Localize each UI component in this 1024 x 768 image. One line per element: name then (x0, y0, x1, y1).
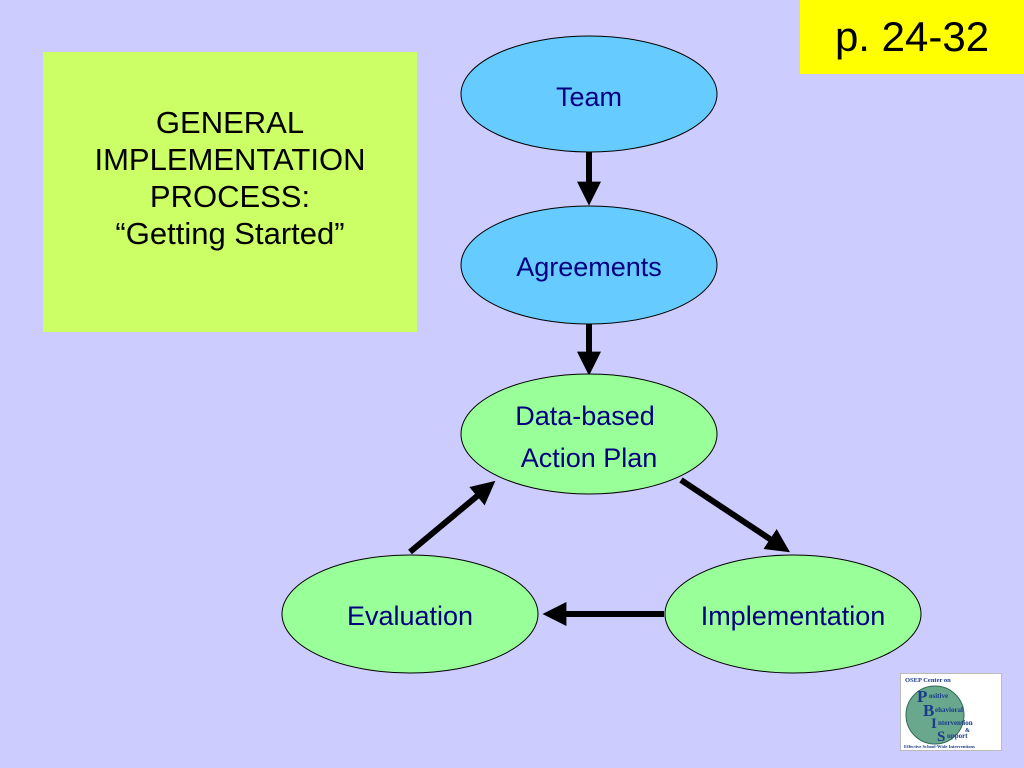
logo-footer: Effective School-Wide Interventions (904, 744, 975, 749)
node-evaluation-shape (281, 554, 539, 674)
node-team: Team (460, 35, 718, 153)
slide-title: GENERAL IMPLEMENTATION PROCESS: “Getting… (43, 52, 417, 332)
node-agreements-shape (460, 205, 718, 325)
logo-letter-s: S (937, 729, 945, 745)
logo-letter-b: B (923, 701, 934, 720)
logo-word-support: upport (947, 732, 968, 740)
logo-word-intervention: ntervention (938, 719, 973, 727)
pbis-logo: OSEP Center on P ositive B ehavioral I n… (900, 673, 1002, 751)
title-line-4: “Getting Started” (115, 216, 345, 251)
node-action-plan: Data-based Action Plan (460, 373, 718, 495)
node-implementation: Implementation (664, 554, 922, 674)
node-team-shape (460, 35, 718, 153)
logo-word-positive: ositive (929, 692, 948, 700)
node-evaluation-label: Evaluation (347, 601, 473, 631)
page-reference: p. 24-32 (800, 0, 1024, 74)
title-line-1: GENERAL (155, 105, 305, 140)
node-implementation-label: Implementation (701, 601, 886, 631)
logo-header: OSEP Center on (905, 677, 951, 684)
node-agreements: Agreements (460, 205, 718, 325)
node-implementation-shape (664, 554, 922, 674)
node-team-label: Team (556, 82, 622, 112)
logo-ampersand: & (965, 728, 970, 734)
logo-globe (905, 685, 965, 745)
node-action-plan-label-line-2: Action Plan (521, 443, 658, 473)
logo-letter-p: P (917, 687, 927, 706)
title-line-3: PROCESS: (149, 179, 311, 214)
title-line-2: IMPLEMENTATION (94, 142, 366, 177)
arrow-action-plan-to-implementation (679, 477, 790, 553)
pbis-logo-graphic: OSEP Center on P ositive B ehavioral I n… (904, 677, 975, 749)
logo-word-behavioral: ehavioral (935, 706, 963, 714)
logo-letter-i: I (931, 716, 937, 732)
node-action-plan-shape (460, 373, 718, 495)
node-evaluation: Evaluation (281, 554, 539, 674)
node-agreements-label: Agreements (516, 252, 662, 282)
node-action-plan-label-line-1: Data-based (515, 401, 655, 431)
arrow-evaluation-to-action-plan (408, 480, 496, 555)
